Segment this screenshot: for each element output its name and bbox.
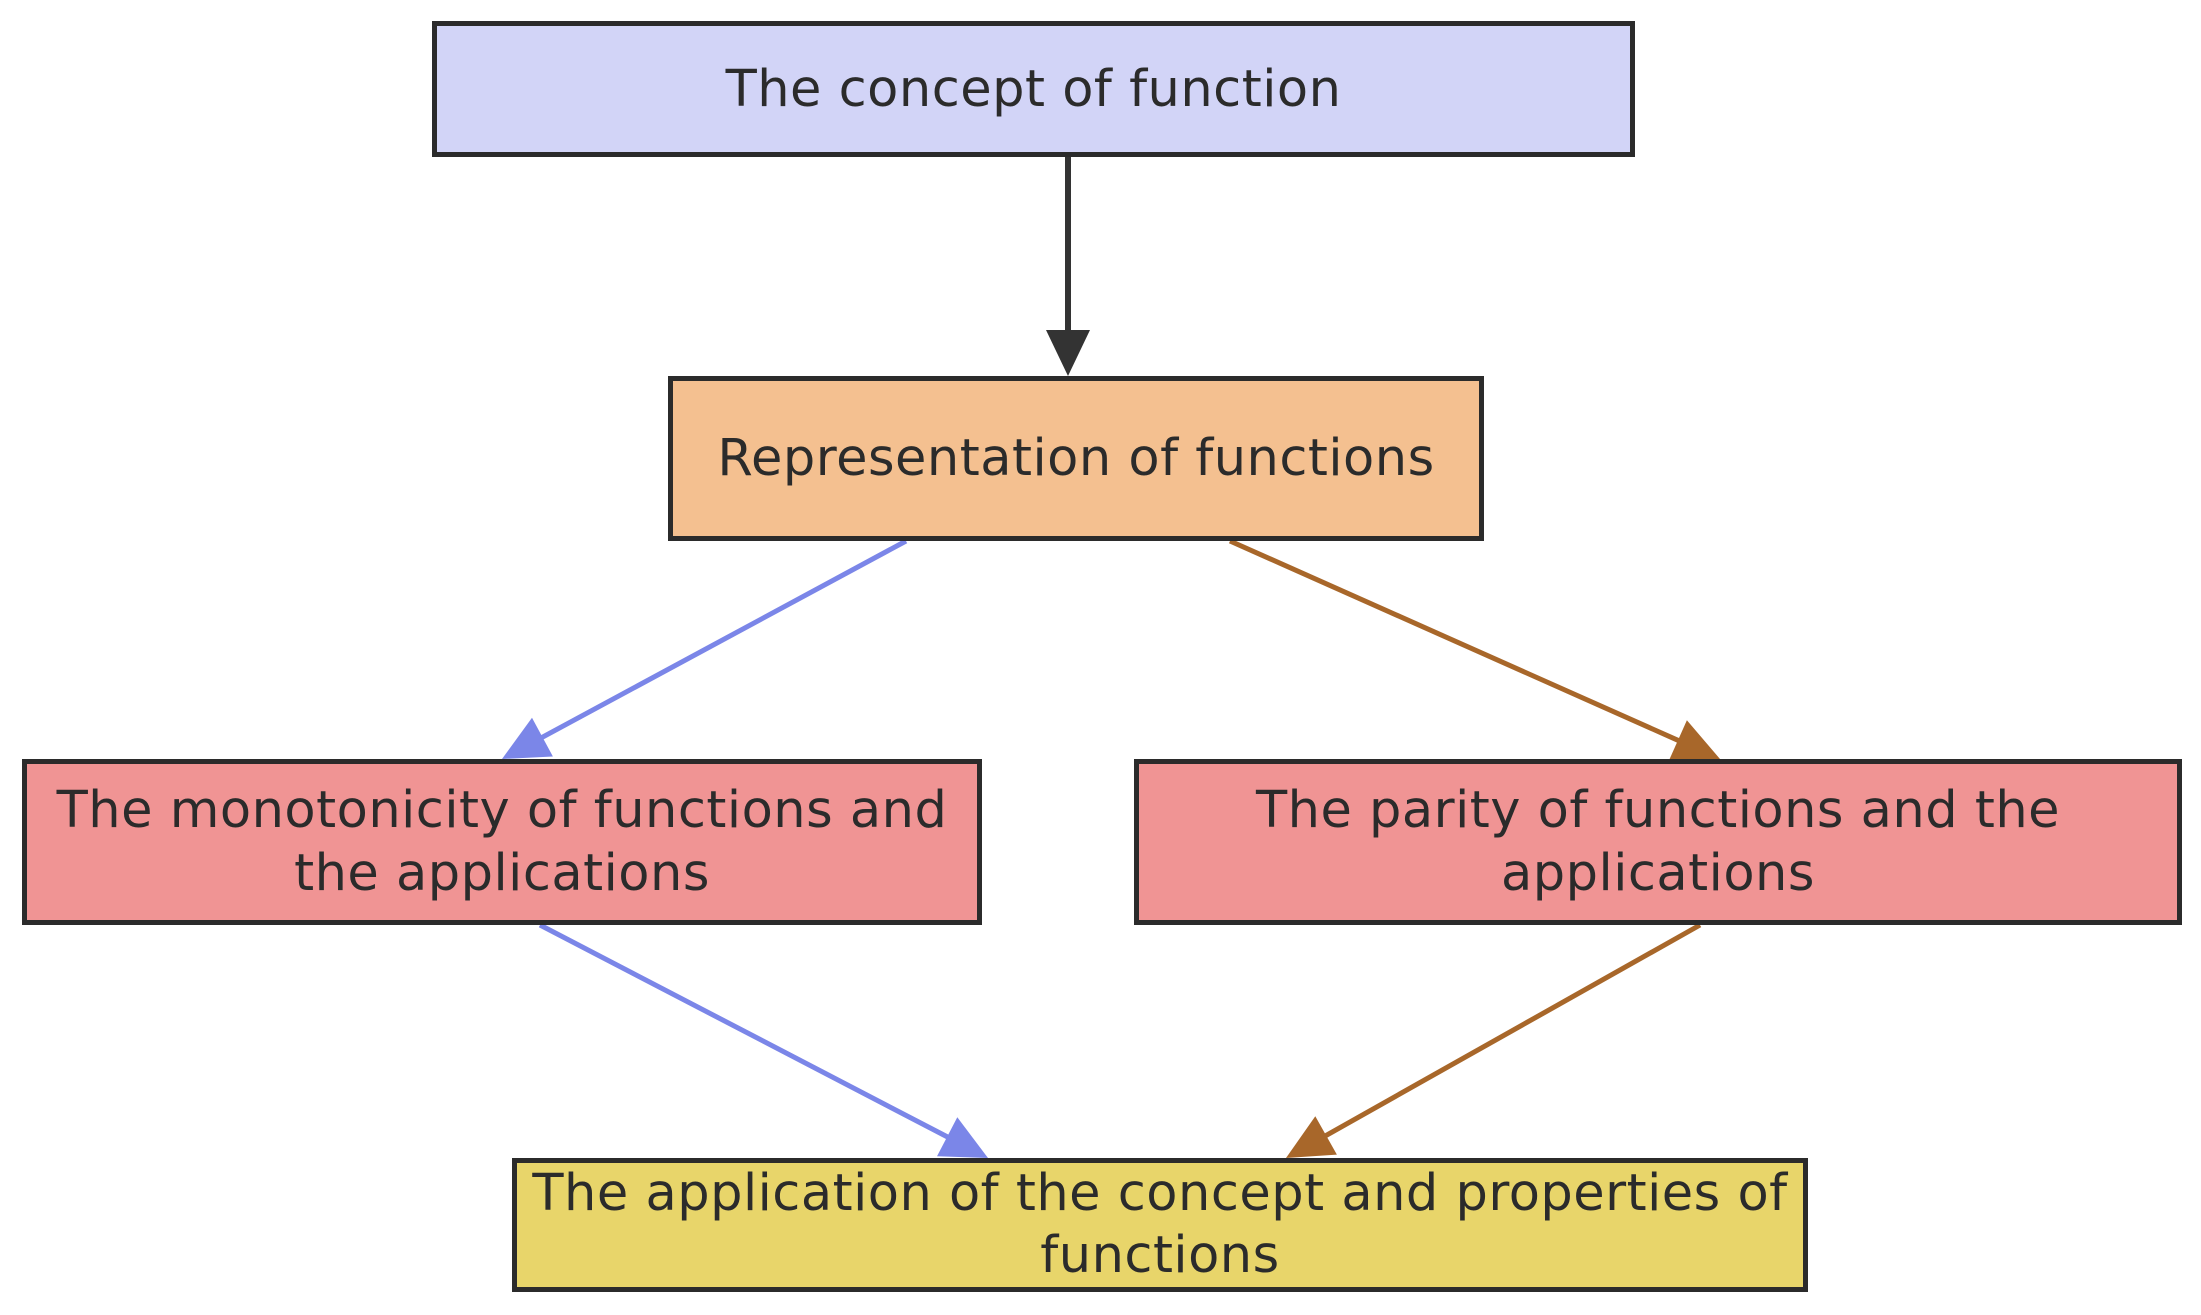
- edge-monotonicity-to-application: [538, 922, 952, 1141]
- node-application-of-concept: The application of the concept and prope…: [512, 1158, 1808, 1292]
- node-label: Representation of functions: [717, 429, 1435, 488]
- edge-representation-to-parity: [1228, 538, 1683, 745]
- arrowhead-representation-to-parity: [1669, 720, 1720, 761]
- node-label: The application of the concept and prope…: [532, 1164, 1788, 1285]
- arrowhead-parity-to-application: [1286, 1116, 1337, 1158]
- node-label: The monotonicity of functions and the ap…: [56, 781, 948, 903]
- node-representation-of-functions: Representation of functions: [668, 376, 1484, 541]
- node-monotonicity-of-functions: The monotonicity of functions and the ap…: [22, 759, 982, 925]
- arrowhead-monotonicity-to-application: [937, 1117, 988, 1158]
- edge-representation-to-monotonicity: [537, 538, 908, 742]
- node-label: The parity of functions and the applicat…: [1255, 781, 2061, 903]
- edge-parity-to-application: [1321, 922, 1702, 1140]
- node-parity-of-functions: The parity of functions and the applicat…: [1134, 759, 2182, 925]
- node-concept-of-function: The concept of function: [432, 21, 1635, 157]
- arrowhead-concept-to-representation: [1046, 330, 1090, 376]
- node-label: The concept of function: [725, 59, 1342, 119]
- arrowhead-representation-to-monotonicity: [502, 717, 553, 759]
